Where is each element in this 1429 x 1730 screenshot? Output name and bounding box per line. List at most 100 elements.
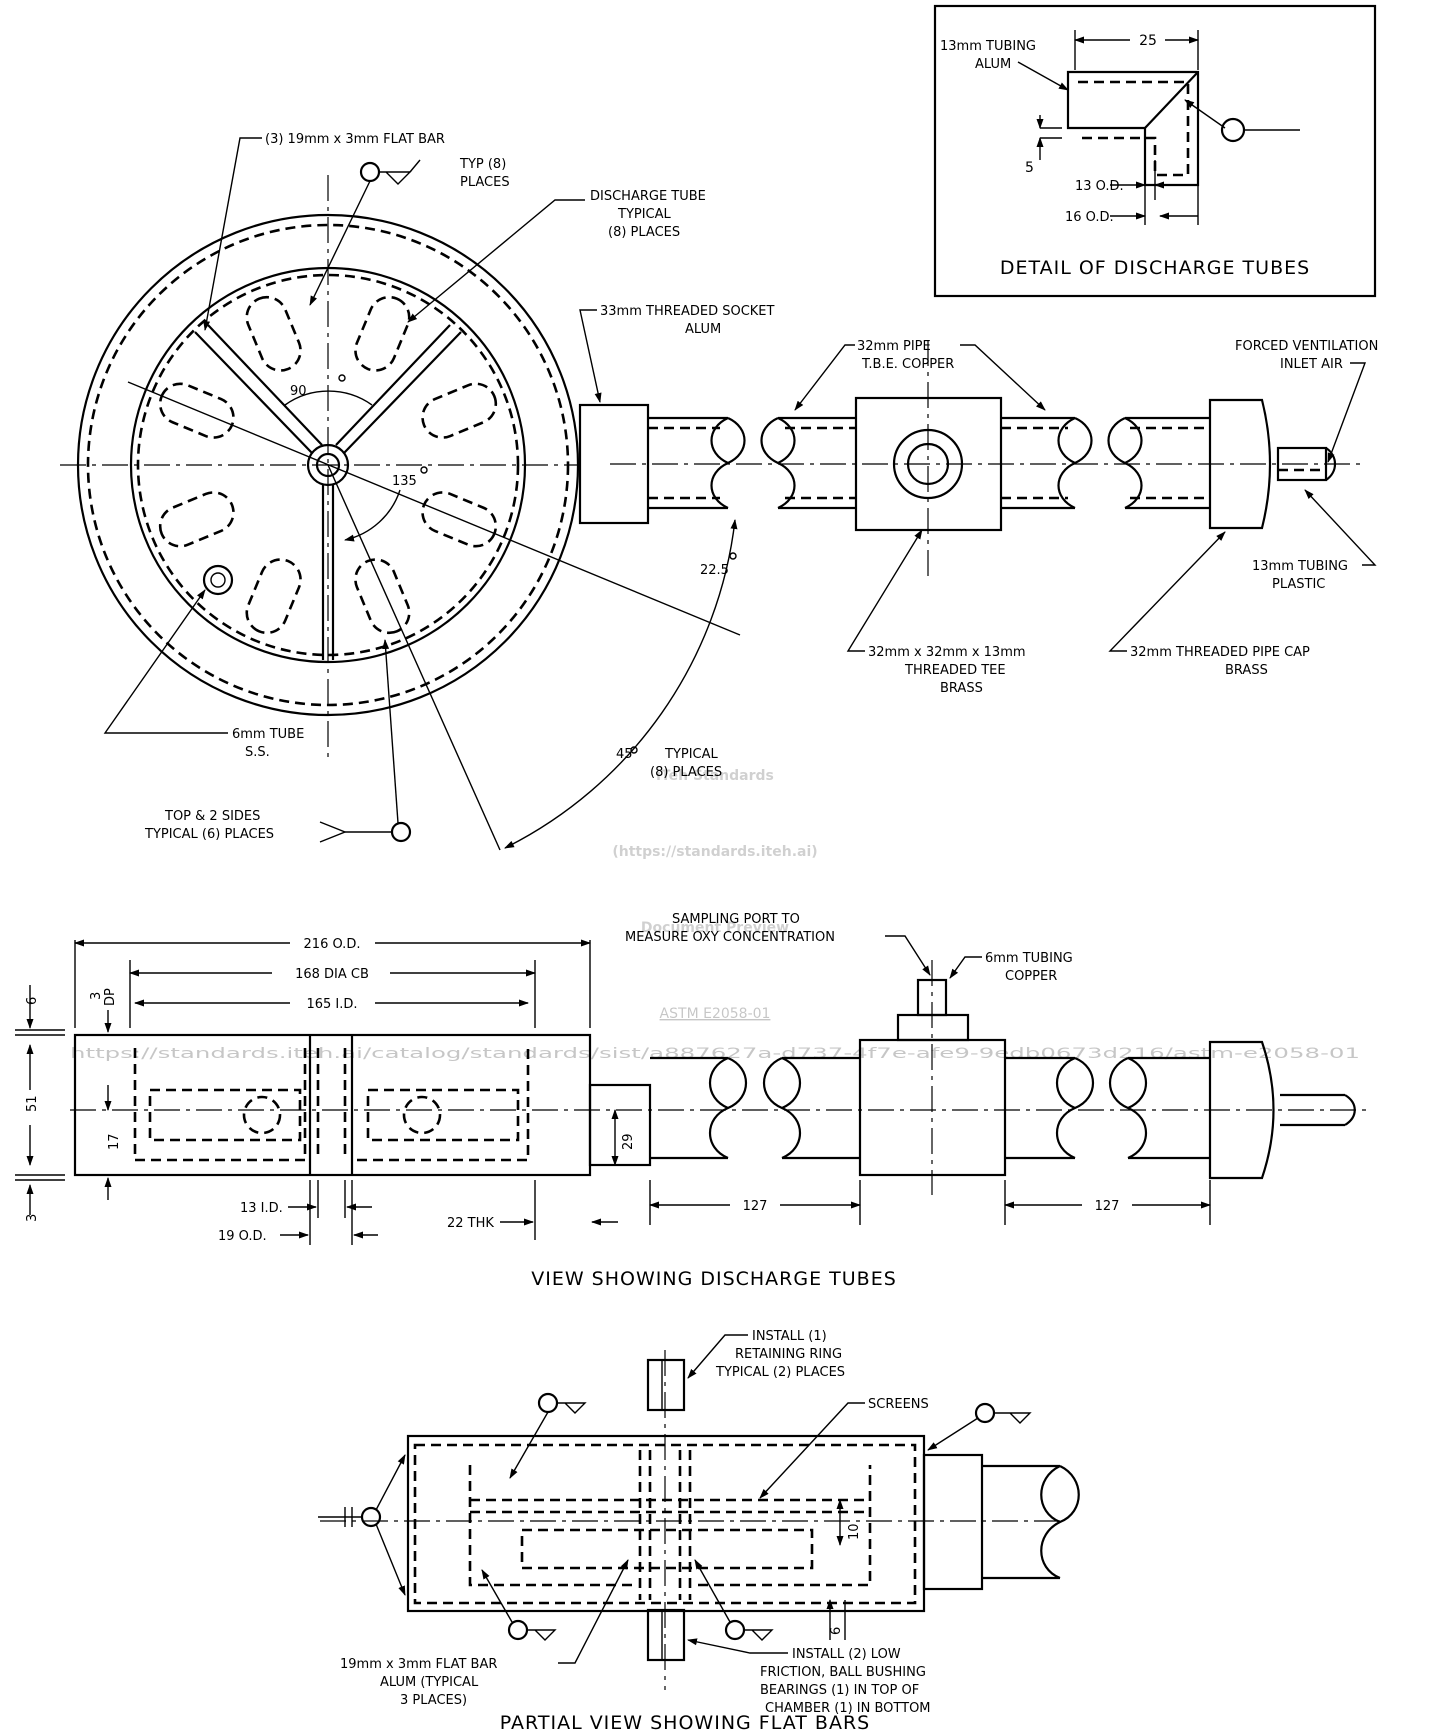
weld-symbol-icon bbox=[507, 1619, 529, 1641]
sampling-port-label-2: MEASURE OXY CONCENTRATION bbox=[625, 930, 835, 945]
threaded-socket bbox=[578, 403, 650, 525]
dim-3-dp-1: 3 bbox=[89, 992, 104, 1000]
pipe-segment-2 bbox=[760, 416, 856, 510]
dim-22-thk: 22 THK bbox=[447, 1216, 494, 1231]
angle-90: 90 bbox=[290, 384, 307, 399]
watermark-standard-link[interactable]: ASTM E2058-01 bbox=[660, 1006, 771, 1022]
watermark-line-2: (https://standards.iteh.ai) bbox=[612, 844, 817, 860]
pipe-cap bbox=[1208, 398, 1272, 530]
dim-3: 3 bbox=[25, 1214, 40, 1222]
discharge-tube-slot bbox=[354, 295, 411, 372]
tee-label-2: THREADED TEE bbox=[904, 663, 1006, 678]
detail-tubing-label-2: ALUM bbox=[975, 57, 1011, 72]
six-mm-tube-label-1: 6mm TUBE bbox=[232, 727, 304, 742]
weld-symbol-icon bbox=[1220, 117, 1246, 143]
discharge-tube-hidden-right bbox=[366, 1088, 520, 1142]
retaining-ring-top bbox=[646, 1358, 686, 1412]
copper-tubing-label-1: 6mm TUBING bbox=[985, 951, 1073, 966]
pipe-segment-1 bbox=[648, 416, 746, 510]
top-view: 90 135 22.5 (3) 19mm x 3mm FLAT BAR TYP … bbox=[60, 132, 1378, 851]
flat-bar-label: (3) 19mm x 3mm FLAT BAR bbox=[265, 132, 445, 147]
detail-dim-13od: 13 O.D. bbox=[1075, 179, 1124, 194]
weld-symbol-icon bbox=[360, 1506, 382, 1528]
tee-label-3: BRASS bbox=[940, 681, 983, 696]
flat-bar-alum-label-3: 3 PLACES) bbox=[400, 1693, 467, 1708]
typ-8-label-2: PLACES bbox=[460, 175, 510, 190]
retaining-ring-label-1: INSTALL (1) bbox=[752, 1329, 827, 1344]
dim-10: 10 bbox=[847, 1523, 862, 1540]
detail-dim-5: 5 bbox=[1025, 160, 1034, 176]
socket-label-1: 33mm THREADED SOCKET bbox=[600, 304, 775, 319]
dim-165-id: 165 I.D. bbox=[306, 997, 357, 1012]
dim-29: 29 bbox=[621, 1133, 636, 1150]
dim-127-right: 127 bbox=[1095, 1199, 1120, 1214]
partial-view-caption: PARTIAL VIEW SHOWING FLAT BARS bbox=[500, 1712, 870, 1730]
bearing-label-4: CHAMBER (1) IN BOTTOM bbox=[765, 1701, 931, 1716]
bearing-label-1: INSTALL (2) LOW bbox=[792, 1647, 901, 1662]
angle-45-label-2: (8) PLACES bbox=[650, 765, 722, 780]
discharge-tube-slot bbox=[158, 491, 235, 548]
pipe-cap-label-1: 32mm THREADED PIPE CAP bbox=[1130, 645, 1310, 660]
partial-socket bbox=[922, 1453, 984, 1591]
plastic-tubing-label-2: PLASTIC bbox=[1272, 577, 1325, 592]
center-hub bbox=[306, 443, 350, 487]
six-mm-tube-label-2: S.S. bbox=[245, 745, 270, 760]
detail-frame bbox=[933, 4, 1377, 298]
pipe-cap-label-2: BRASS bbox=[1225, 663, 1268, 678]
dim-3-dp-2: DP bbox=[103, 988, 118, 1006]
discharge-tube-slots bbox=[158, 295, 498, 635]
copper-tubing-label-2: COPPER bbox=[1005, 969, 1057, 984]
partial-view-flat-bars: INSTALL (1) RETAINING RING TYPICAL (2) P… bbox=[318, 1329, 1080, 1730]
pipe-label-1: 32mm PIPE bbox=[857, 339, 931, 354]
side-pipe-segments bbox=[650, 1056, 1210, 1160]
view-discharge-tubes-caption: VIEW SHOWING DISCHARGE TUBES bbox=[531, 1268, 897, 1290]
retaining-ring-label-3: TYPICAL (2) PLACES bbox=[715, 1365, 845, 1380]
detail-dim-25: 25 bbox=[1139, 33, 1157, 49]
discharge-tube-slot bbox=[354, 558, 411, 635]
weld-symbol-icon bbox=[359, 161, 381, 183]
screens-label: SCREENS bbox=[868, 1397, 929, 1412]
dim-13-id: 13 I.D. bbox=[240, 1201, 283, 1216]
detail-caption: DETAIL OF DISCHARGE TUBES bbox=[1000, 257, 1310, 279]
discharge-tube-label-2: TYPICAL bbox=[617, 207, 672, 222]
discharge-tube-hidden-left bbox=[148, 1088, 302, 1142]
bearing-label-3: BEARINGS (1) IN TOP OF bbox=[760, 1683, 919, 1698]
side-pipe-cap bbox=[1208, 1040, 1275, 1180]
weld-symbol-icon bbox=[390, 821, 412, 843]
detail-tube-outline bbox=[1066, 70, 1200, 187]
weld-symbol-icon bbox=[724, 1619, 746, 1641]
tee-label-1: 32mm x 32mm x 13mm bbox=[868, 645, 1026, 660]
top-sides-label-1: TOP & 2 SIDES bbox=[164, 809, 260, 824]
angle-45-label-1: TYPICAL bbox=[664, 747, 719, 762]
dim-19-od: 19 O.D. bbox=[218, 1229, 267, 1244]
flat-bar-1 bbox=[194, 331, 313, 454]
pipe-label-2: T.B.E. COPPER bbox=[861, 357, 954, 372]
dim-216-od: 216 O.D. bbox=[304, 937, 361, 952]
detail-of-discharge-tubes: 13mm TUBING ALUM 25 5 13 O.D. 16 O.D. DE… bbox=[933, 4, 1377, 298]
sampling-port-label-1: SAMPLING PORT TO bbox=[672, 912, 800, 927]
weld-symbol-icon bbox=[537, 1392, 559, 1414]
angle-45-value: 45 bbox=[616, 747, 633, 762]
discharge-tube-slot bbox=[421, 382, 498, 439]
retaining-ring-label-2: RETAINING RING bbox=[735, 1347, 842, 1362]
six-mm-tube-port bbox=[202, 564, 234, 596]
bearing-bottom bbox=[646, 1608, 686, 1662]
dim-168-dia-cb: 168 DIA CB bbox=[295, 967, 369, 982]
dim-6: 6 bbox=[25, 997, 40, 1005]
flat-bar-2 bbox=[343, 331, 462, 454]
typ-8-label-1: TYP (8) bbox=[459, 157, 506, 172]
dim-51: 51 bbox=[25, 1095, 40, 1112]
watermark-line-3: Document Preview bbox=[641, 920, 789, 936]
flat-bar-alum-label-1: 19mm x 3mm FLAT BAR bbox=[340, 1657, 497, 1672]
side-view-discharge-tubes: SAMPLING PORT TO MEASURE OXY CONCENTRATI… bbox=[15, 912, 1370, 1290]
discharge-tube-label-3: (8) PLACES bbox=[608, 225, 680, 240]
plastic-tubing-label-1: 13mm TUBING bbox=[1252, 559, 1348, 574]
forced-ventilation-label-1: FORCED VENTILATION bbox=[1235, 339, 1378, 354]
detail-dim-16od: 16 O.D. bbox=[1065, 210, 1114, 225]
dim-17: 17 bbox=[107, 1133, 122, 1150]
detail-tubing-label-1: 13mm TUBING bbox=[940, 39, 1036, 54]
outer-chamber-circle bbox=[76, 213, 580, 717]
watermark-url-link[interactable]: https://standards.iteh.ai/catalog/standa… bbox=[70, 1046, 1360, 1062]
bearing-label-2: FRICTION, BALL BUSHING bbox=[760, 1665, 926, 1680]
